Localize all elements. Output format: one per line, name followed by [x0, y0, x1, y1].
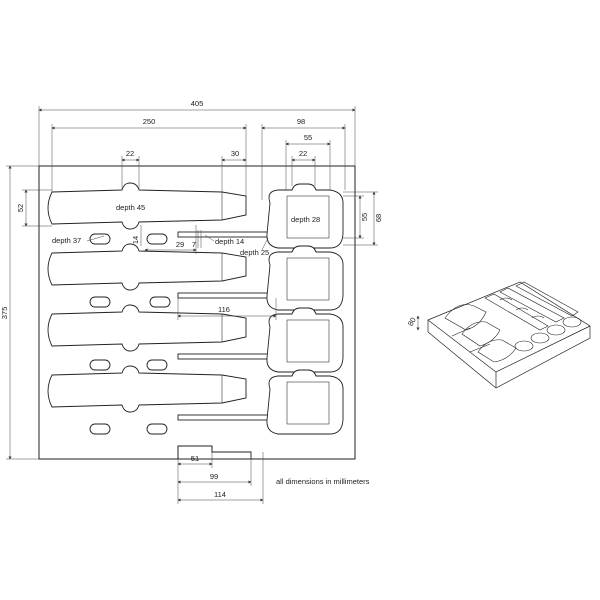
dim-52: 52 [16, 204, 25, 212]
dim-68: 68 [374, 214, 383, 222]
dim-14: 14 [131, 236, 140, 244]
dim-55-top: 55 [304, 133, 312, 142]
finger-pockets [89, 233, 171, 435]
foam-insert-outline [38, 165, 356, 460]
dim-80: 80 [406, 316, 418, 328]
label-depth-28: depth 28 [291, 215, 320, 224]
tool-slot-2 [47, 243, 247, 291]
dim-22-left: 22 [126, 149, 134, 158]
tool-slot-1 [47, 182, 247, 230]
dim-7: 7 [192, 240, 196, 249]
dim-250: 250 [143, 117, 156, 126]
label-depth-45: depth 45 [116, 203, 145, 212]
dim-55-right: 55 [360, 213, 369, 221]
dim-99: 99 [210, 472, 218, 481]
dim-98: 98 [297, 117, 305, 126]
label-depth-25: depth 25 [240, 248, 269, 257]
dim-30: 30 [231, 149, 239, 158]
dim-51: 51 [191, 454, 199, 463]
dim-22-head: 22 [299, 149, 307, 158]
head-slot-4 [266, 369, 344, 435]
label-depth-37: depth 37 [52, 236, 81, 245]
tool-slot-3 [47, 304, 247, 352]
units-note: all dimensions in millimeters [276, 477, 370, 486]
dim-405: 405 [191, 99, 204, 108]
bottom-tab [177, 445, 252, 459]
dim-29: 29 [176, 240, 184, 249]
label-depth-14: depth 14 [215, 237, 244, 246]
dim-116: 116 [218, 305, 230, 314]
tool-slot-4 [47, 365, 247, 413]
head-slot-2 [266, 245, 344, 311]
dim-114: 114 [214, 490, 226, 499]
head-slot-3 [266, 307, 344, 373]
isometric-view: 80 [406, 281, 591, 389]
dim-375: 375 [0, 307, 9, 320]
